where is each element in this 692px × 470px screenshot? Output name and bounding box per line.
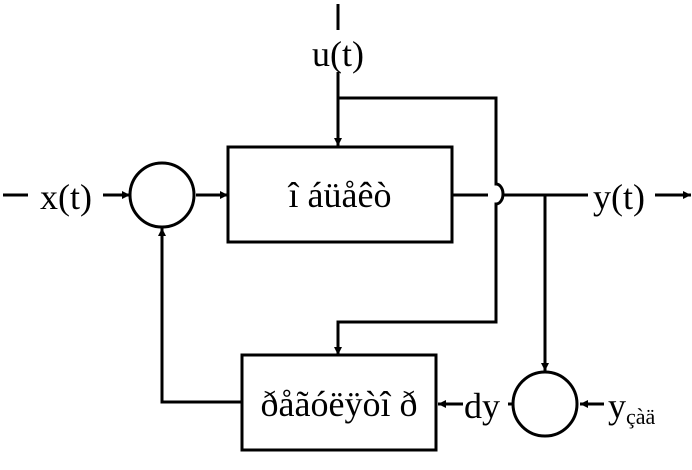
regulator-feedback-arrow — [158, 228, 242, 404]
disturbance-label: u(t) — [312, 34, 364, 74]
object-label: î áüåêò — [288, 175, 392, 215]
setpoint-label: yçàä — [608, 386, 656, 429]
error-label: dy — [464, 386, 500, 426]
regulator-label: ðåãóëÿòî ð — [261, 384, 418, 424]
object-block — [226, 145, 454, 244]
comparator-junction — [511, 370, 579, 438]
setpoint-subscript: çàä — [626, 404, 656, 429]
setpoint-base: y — [608, 386, 626, 426]
input-label: x(t) — [40, 177, 92, 217]
summing-junction — [128, 161, 196, 229]
disturbance-branch-to-regulator — [334, 96, 505, 355]
regulator-block — [240, 353, 438, 452]
output-label: y(t) — [593, 177, 645, 217]
